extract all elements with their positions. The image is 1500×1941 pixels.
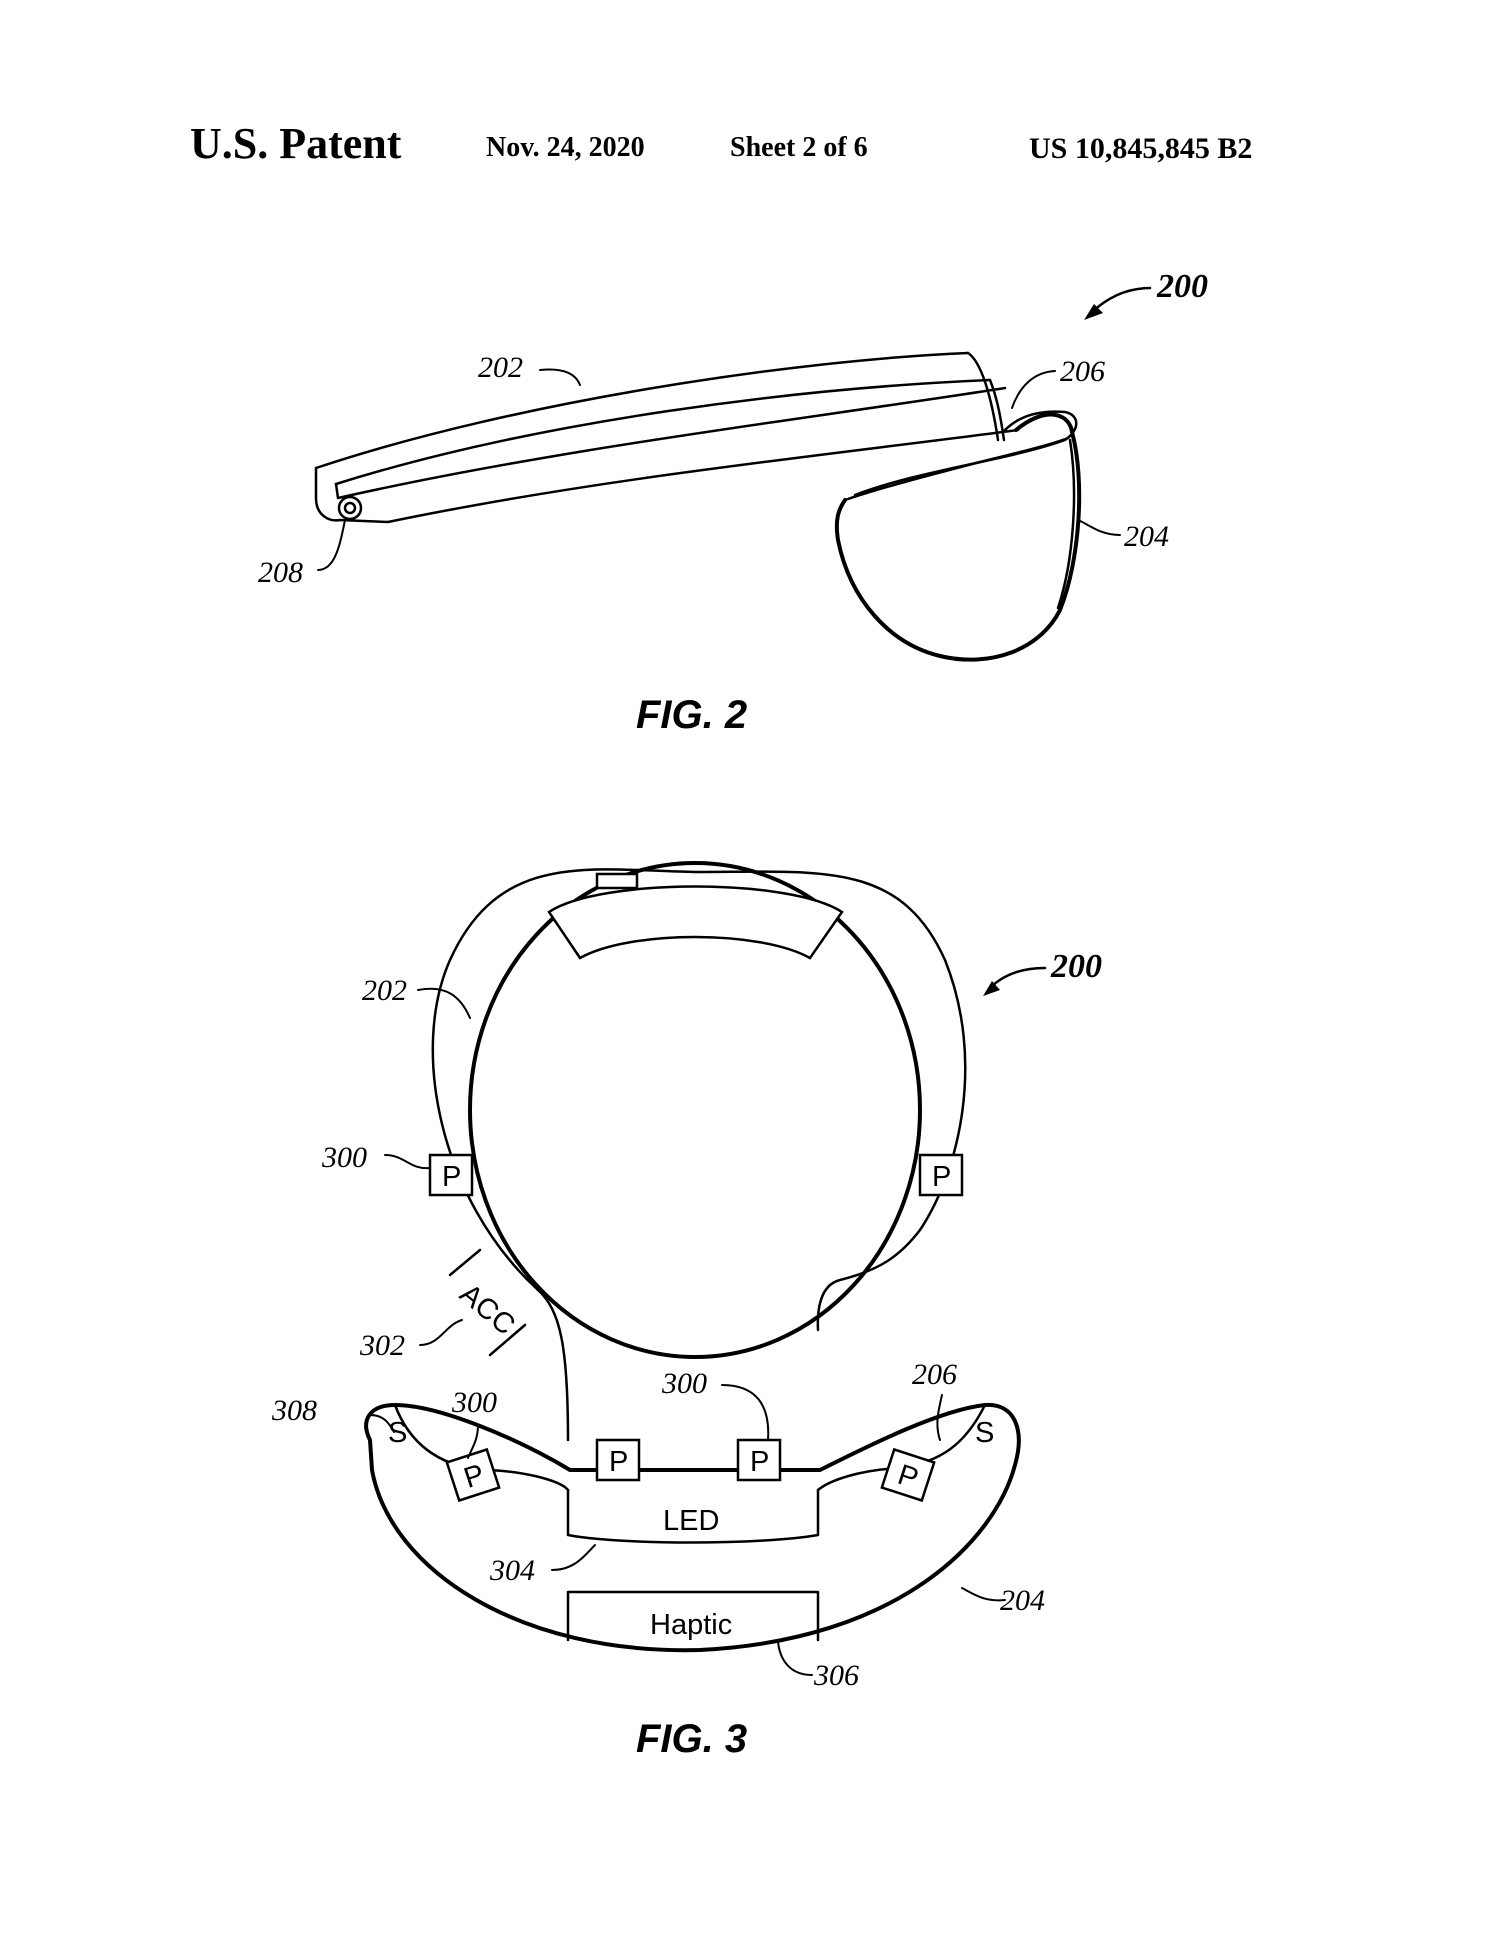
fig2-leader-204 <box>1077 519 1121 536</box>
page-header: U.S. Patent Nov. 24, 2020 Sheet 2 of 6 U… <box>0 0 1500 200</box>
fig2-leader-206 <box>1011 370 1056 409</box>
fig3-sensor-box-cap-right: P <box>880 1447 936 1503</box>
fig2-ref-200: 200 <box>1156 268 1208 305</box>
fig3-ref-300-cap: 300 <box>451 1386 497 1419</box>
fig3-haptic: Haptic <box>566 1590 820 1642</box>
fig3-acc-label: ACC <box>454 1278 521 1342</box>
fig3-sensor-box-right: P <box>918 1153 964 1197</box>
header-sheet: Sheet 2 of 6 <box>730 132 868 163</box>
fig3-ref-300-left: 300 <box>321 1141 367 1174</box>
fig2-ref-arrow-200 <box>1084 286 1152 320</box>
fig3-headband <box>431 861 967 1442</box>
fig3-sensor-box-cap-left: P <box>445 1447 501 1503</box>
fig3-box-p-label: P <box>609 1446 628 1478</box>
fig3-ref-308: 308 <box>271 1394 317 1427</box>
fig2-caption: FIG. 2 <box>636 693 747 737</box>
fig2-ref-206: 206 <box>1060 355 1105 388</box>
fig2-ref-202: 202 <box>478 351 523 384</box>
fig2-ref-208: 208 <box>258 556 303 589</box>
fig2-leader-208 <box>317 519 346 571</box>
header-patent-label: U.S. Patent <box>190 119 402 168</box>
fig3-leader-300-cap <box>467 1424 479 1459</box>
fig3-ref-arrow-200 <box>983 966 1047 996</box>
fig3-speaker-right-label: S <box>975 1417 994 1449</box>
fig3-leader-300-left <box>384 1154 431 1170</box>
fig3-sensor-box-center-left: P <box>595 1438 641 1482</box>
fig3-leader-306 <box>777 1641 813 1676</box>
fig3-ref-300-center: 300 <box>661 1367 707 1400</box>
fig3-sensor-box-center-right: P <box>736 1438 782 1482</box>
fig3-leader-304 <box>551 1544 596 1571</box>
fig3-speaker-left-label: S <box>388 1417 407 1449</box>
fig3-ref-202: 202 <box>362 974 407 1007</box>
fig3: 200 P P ACC <box>271 861 1102 1761</box>
fig3-ref-200: 200 <box>1050 948 1102 985</box>
header-date: Nov. 24, 2020 <box>486 132 645 163</box>
fig3-ref-304: 304 <box>489 1554 535 1587</box>
fig2-ref-204: 204 <box>1124 520 1169 553</box>
fig3-ref-302: 302 <box>359 1329 405 1362</box>
fig3-led-label: LED <box>663 1505 719 1537</box>
fig2-button <box>337 495 363 521</box>
fig3-box-p-label: P <box>932 1161 951 1193</box>
fig3-cap: S S <box>364 1402 1021 1653</box>
fig3-led: LED <box>566 1488 820 1544</box>
fig3-leader-300-center <box>721 1384 770 1441</box>
fig3-leader-206 <box>936 1394 943 1441</box>
fig3-sensor-box-left: P <box>428 1153 474 1197</box>
fig3-box-p-label: P <box>750 1446 769 1478</box>
header-patent-number: US 10,845,845 B2 <box>1029 132 1253 165</box>
fig2-cap <box>834 410 1082 662</box>
fig3-haptic-label: Haptic <box>650 1609 732 1641</box>
fig3-box-p-label: P <box>442 1161 461 1193</box>
fig3-leader-204 <box>961 1587 1006 1602</box>
fig3-ref-206: 206 <box>912 1358 957 1391</box>
fig2-headband <box>314 351 1020 524</box>
fig3-caption: FIG. 3 <box>636 1717 747 1761</box>
fig2-leader-202 <box>539 368 581 386</box>
fig3-ref-306: 306 <box>813 1659 859 1692</box>
fig3-leader-202 <box>417 987 471 1019</box>
fig2: 200 202 206 204 <box>258 268 1208 737</box>
fig3-ref-204: 204 <box>1000 1584 1045 1617</box>
fig3-leader-302 <box>419 1319 463 1346</box>
fig3-leader-308 <box>369 1414 395 1433</box>
